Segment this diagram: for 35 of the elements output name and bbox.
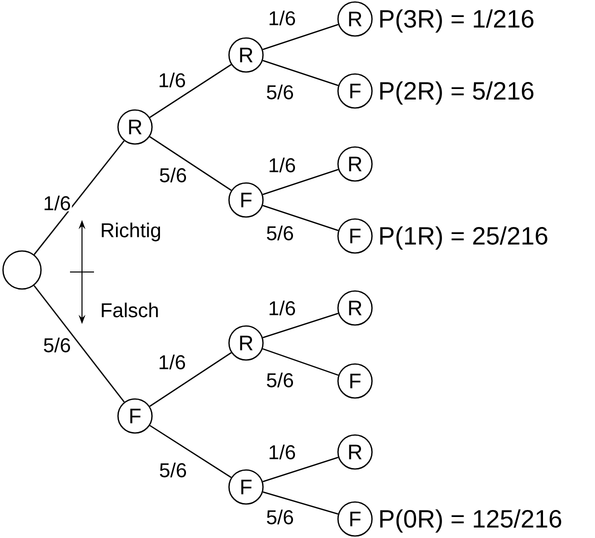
- probability-label: P(1R) = 25/216: [380, 226, 548, 250]
- branch-line: [149, 136, 232, 191]
- edge-label: 1/6: [157, 354, 187, 370]
- branch-line: [262, 60, 338, 86]
- branch-line: [262, 491, 338, 515]
- direction-label: Richtig: [102, 222, 160, 242]
- edge-label: 1/6: [267, 444, 297, 460]
- branch-line: [262, 24, 338, 50]
- edge-label: 5/6: [265, 224, 295, 242]
- edge-label: 5/6: [158, 166, 188, 184]
- probability-label: P(2R) = 5/216: [380, 81, 534, 105]
- edge-label: 1/6: [42, 194, 72, 212]
- edge-label: 1/6: [157, 72, 187, 88]
- branch-line: [150, 424, 232, 478]
- branch-line: [34, 285, 125, 402]
- branch-line: [149, 64, 232, 118]
- branch-line: [262, 312, 338, 338]
- edge-label: 5/6: [42, 336, 72, 354]
- branch-line: [262, 348, 339, 376]
- branch-line: [262, 456, 338, 482]
- probability-label: P(0R) = 125/216: [380, 509, 562, 533]
- edge-label: 5/6: [158, 462, 188, 478]
- direction-label: Falsch: [102, 302, 158, 318]
- edge-label: 5/6: [265, 372, 295, 388]
- branch-line: [34, 140, 125, 255]
- edge-label: 5/6: [265, 508, 295, 526]
- start-circle: [2, 250, 42, 290]
- branch-line: [149, 352, 232, 407]
- edge-label: 1/6: [267, 300, 297, 316]
- edge-label: 1/6: [267, 156, 297, 174]
- branch-line: [262, 204, 338, 232]
- branch-line: [262, 168, 338, 196]
- probability-label: P(3R) = 1/216: [380, 9, 534, 33]
- edge-label: 5/6: [265, 84, 295, 100]
- edge-label: 1/6: [267, 10, 297, 26]
